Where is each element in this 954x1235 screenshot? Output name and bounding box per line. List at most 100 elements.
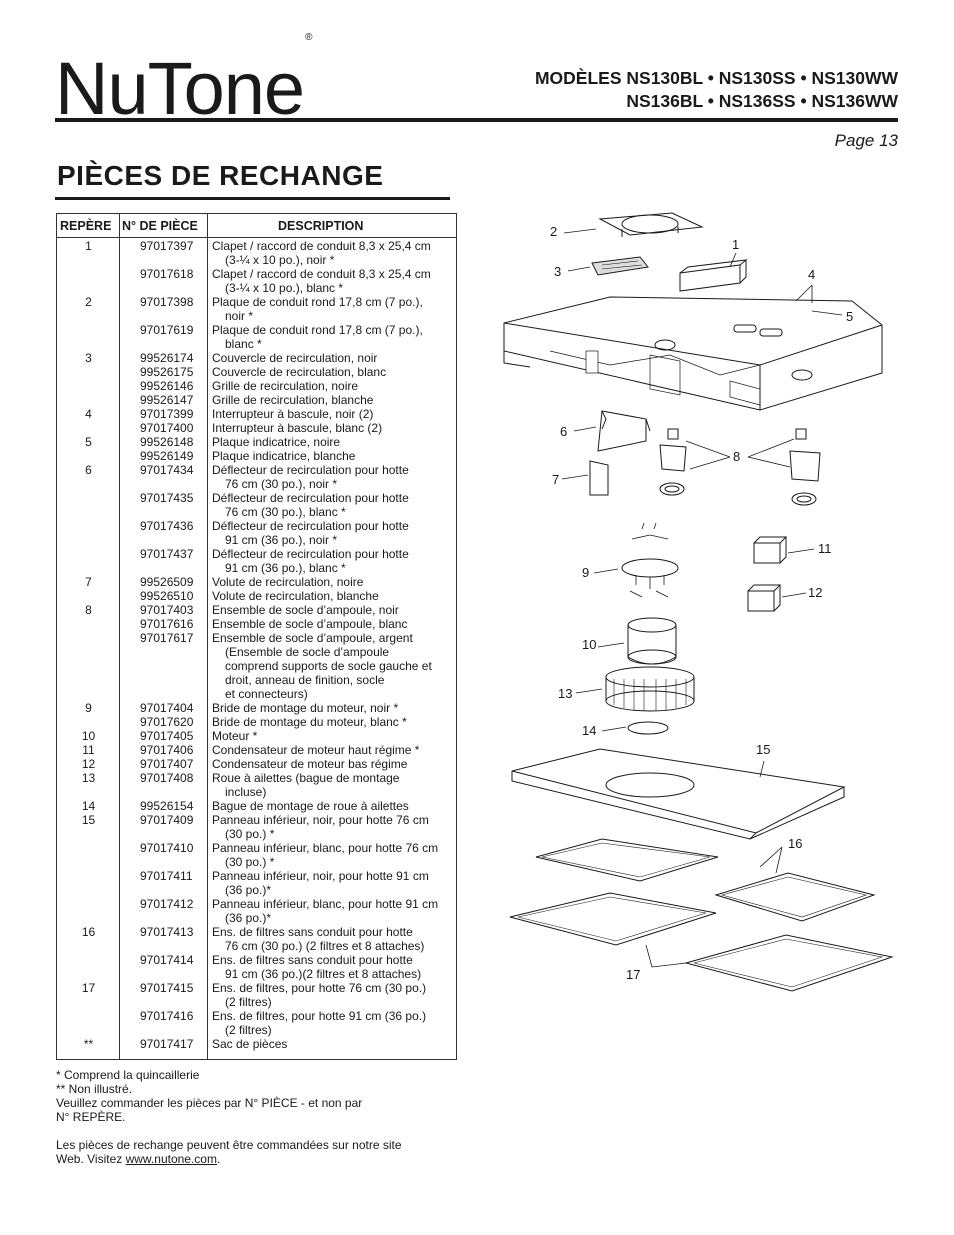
table-row: 97017616 Ensemble de socle d’ampoule, bla… [57, 617, 456, 631]
row-description-text: Plaque de conduit rond 17,8 cm (7 po.), [212, 295, 423, 309]
row-ref: 15 [81, 813, 96, 827]
lamp-sockets-drawing [659, 428, 821, 506]
row-description: Ensemble de socle d’ampoule, argent(Ense… [212, 631, 456, 701]
grease-filters-drawing [509, 892, 894, 992]
header-ref: REPÈRE [60, 219, 112, 233]
row-ref: 8 [85, 603, 92, 617]
row-description-continued: 91 cm (36 po.)(2 filtres et 8 attaches) [225, 967, 422, 981]
note-order-1: Veuillez commander les pièces par N° PIÈ… [56, 1096, 363, 1110]
row-ref: 2 [85, 295, 92, 309]
callout-15: 15 [756, 742, 770, 757]
row-description: Ensemble de socle d’ampoule, blanc [212, 617, 456, 631]
callout-9: 9 [582, 565, 589, 580]
row-description: Panneau inférieur, blanc, pour hotte 76 … [212, 841, 456, 869]
row-description-text: Ens. de filtres sans conduit pour hotte [212, 925, 413, 939]
row-description: Volute de recirculation, noire [212, 575, 456, 589]
row-part-number: 97017397 [140, 239, 194, 253]
callout-7: 7 [552, 472, 559, 487]
row-part-number: 97017414 [140, 953, 194, 967]
row-description: Interrupteur à bascule, blanc (2) [212, 421, 456, 435]
row-description-text: Déflecteur de recirculation pour hotte [212, 463, 409, 477]
row-part-number: 99526174 [140, 351, 194, 365]
row-ref: 9 [85, 701, 92, 715]
exploded-parts-diagram: 1 2 3 4 5 6 7 8 9 10 11 12 13 14 15 16 1… [503, 212, 894, 992]
row-part-number: 99526147 [140, 393, 194, 407]
row-description-text: Sac de pièces [212, 1037, 288, 1051]
title-rule [55, 197, 450, 200]
row-ref: 10 [81, 729, 96, 743]
row-description-text: Déflecteur de recirculation pour hotte [212, 547, 409, 561]
table-header: REPÈRE N° DE PIÈCE DESCRIPTION [57, 214, 456, 238]
row-part-number: 99526146 [140, 379, 194, 393]
row-description-text: Couvercle de recirculation, noir [212, 351, 378, 365]
mounting-ring-drawing [627, 721, 669, 735]
row-description-text: Volute de recirculation, blanche [212, 589, 379, 603]
row-description-text: Condensateur de moteur bas régime [212, 757, 408, 771]
row-description: Plaque de conduit rond 17,8 cm (7 po.),n… [212, 295, 456, 323]
row-part-number: 97017436 [140, 519, 194, 533]
recirculation-grille-drawing [591, 256, 649, 276]
row-part-number: 97017416 [140, 1009, 194, 1023]
row-part-number: 97017417 [140, 1037, 194, 1051]
row-ref: 7 [85, 575, 92, 589]
row-part-number: 99526175 [140, 365, 194, 379]
row-part-number: 99526148 [140, 435, 194, 449]
note-web-2: Web. Visitez www.nutone.com. [56, 1152, 221, 1166]
row-description-continued: (30 po.) * [225, 827, 275, 841]
row-description-text: Plaque de conduit rond 17,8 cm (7 po.), [212, 323, 423, 337]
row-description: Panneau inférieur, noir, pour hotte 76 c… [212, 813, 456, 841]
callout-6: 6 [560, 424, 567, 439]
website-link[interactable]: www.nutone.com [125, 1152, 217, 1166]
row-description-continued: droit, anneau de finition, socle [225, 673, 385, 687]
row-ref: 6 [85, 463, 92, 477]
row-description-continued: (Ensemble de socle d’ampoule [225, 645, 390, 659]
row-description: Grille de recirculation, noire [212, 379, 456, 393]
row-part-number: 97017437 [140, 547, 194, 561]
row-description: Bride de montage du moteur, noir * [212, 701, 456, 715]
row-description-continued: (2 filtres) [225, 1023, 272, 1037]
row-part-number: 97017616 [140, 617, 194, 631]
row-ref: 16 [81, 925, 96, 939]
motor-drawing [627, 617, 677, 665]
table-row: 97017414 Ens. de filtres sans conduit pou… [57, 953, 456, 981]
callout-4: 4 [808, 267, 815, 282]
callout-10: 10 [582, 637, 596, 652]
callout-16: 16 [788, 836, 802, 851]
row-description: Bague de montage de roue à ailettes [212, 799, 456, 813]
header-rule [55, 118, 898, 122]
row-part-number: 97017405 [140, 729, 194, 743]
table-row: 97017617 Ensemble de socle d’ampoule, arg… [57, 631, 456, 701]
row-description: Ensemble de socle d’ampoule, noir [212, 603, 456, 617]
model-list: MODÈLES NS130BL • NS130SS • NS130WW NS13… [535, 67, 898, 113]
hood-body-drawing [503, 296, 883, 411]
row-description-continued: (3-¼ x 10 po.), blanc * [225, 281, 344, 295]
row-part-number: 97017617 [140, 631, 194, 645]
row-part-number: 97017408 [140, 771, 194, 785]
row-description-text: Ensemble de socle d’ampoule, noir [212, 603, 399, 617]
row-description: Couvercle de recirculation, noir [212, 351, 456, 365]
row-description-text: Plaque indicatrice, noire [212, 435, 341, 449]
note-order-2: N° REPÈRE. [56, 1110, 126, 1124]
row-description-text: Couvercle de recirculation, blanc [212, 365, 387, 379]
row-description: Ens. de filtres, pour hotte 76 cm (30 po… [212, 981, 456, 1009]
row-description-continued: (3-¼ x 10 po.), noir * [225, 253, 335, 267]
row-description-text: Bride de montage du moteur, blanc * [212, 715, 407, 729]
row-description-text: Ensemble de socle d’ampoule, blanc [212, 617, 408, 631]
row-part-number: 97017618 [140, 267, 194, 281]
model-line-1: MODÈLES NS130BL • NS130SS • NS130WW [534, 68, 898, 88]
